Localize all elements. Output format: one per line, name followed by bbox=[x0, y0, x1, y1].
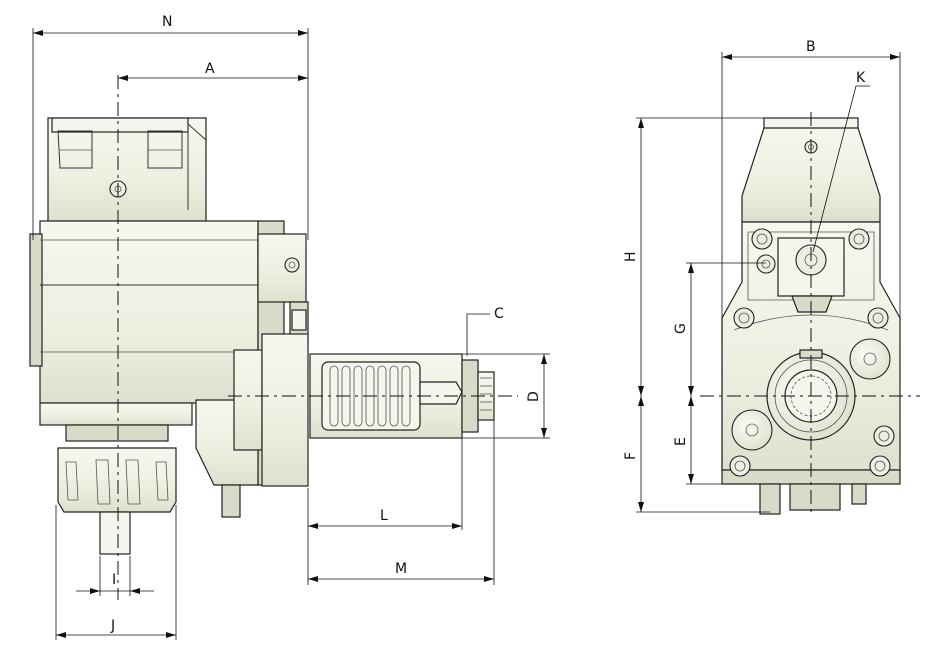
dimension-A: A bbox=[118, 61, 308, 81]
side-collet-nut bbox=[57, 447, 177, 555]
side-lower-collar bbox=[39, 399, 259, 518]
boss-right bbox=[849, 338, 891, 380]
side-view: N A C D L bbox=[29, 14, 550, 640]
leader-C: C bbox=[466, 306, 504, 356]
label-D: D bbox=[526, 391, 542, 402]
screw-bottom-right bbox=[869, 455, 891, 477]
label-F: F bbox=[623, 452, 639, 460]
label-I: I bbox=[112, 572, 116, 588]
screw-top-right bbox=[848, 228, 870, 250]
screw-top-left bbox=[751, 228, 773, 250]
screw-right-low bbox=[873, 425, 895, 447]
leader-K: K bbox=[812, 70, 870, 253]
label-A: A bbox=[205, 61, 215, 77]
dimension-H: H bbox=[623, 117, 764, 396]
dimension-M: M bbox=[308, 420, 495, 585]
dimension-I: I bbox=[76, 556, 154, 596]
side-right-screw bbox=[284, 257, 300, 273]
screw-right-mid bbox=[867, 307, 889, 329]
label-N: N bbox=[162, 14, 172, 30]
dimension-F: F bbox=[623, 396, 770, 513]
screw-bottom-left bbox=[729, 455, 751, 477]
dimension-N: N bbox=[32, 14, 309, 240]
side-top-clamp-block bbox=[47, 117, 207, 222]
side-tool-shank bbox=[99, 511, 131, 555]
label-C: C bbox=[494, 306, 504, 322]
label-B: B bbox=[806, 39, 816, 55]
dimension-B: B bbox=[721, 39, 901, 470]
label-K: K bbox=[856, 70, 866, 86]
boss-left bbox=[731, 409, 773, 451]
dimension-E: E bbox=[673, 396, 760, 485]
front-screws bbox=[729, 228, 895, 477]
label-G: G bbox=[673, 323, 689, 334]
side-spindle bbox=[233, 333, 495, 487]
screw-mid-left bbox=[756, 254, 776, 274]
label-L: L bbox=[380, 508, 388, 524]
front-view: B K H G E bbox=[623, 39, 920, 515]
label-H: H bbox=[623, 251, 639, 262]
label-M: M bbox=[395, 561, 407, 577]
label-E: E bbox=[673, 437, 689, 446]
dimension-D: D bbox=[462, 353, 550, 439]
label-J: J bbox=[110, 618, 115, 634]
dimension-J: J bbox=[55, 505, 177, 640]
screw-left-mid bbox=[733, 307, 755, 329]
dimension-L: L bbox=[307, 438, 463, 585]
dimension-G: G bbox=[673, 262, 766, 396]
